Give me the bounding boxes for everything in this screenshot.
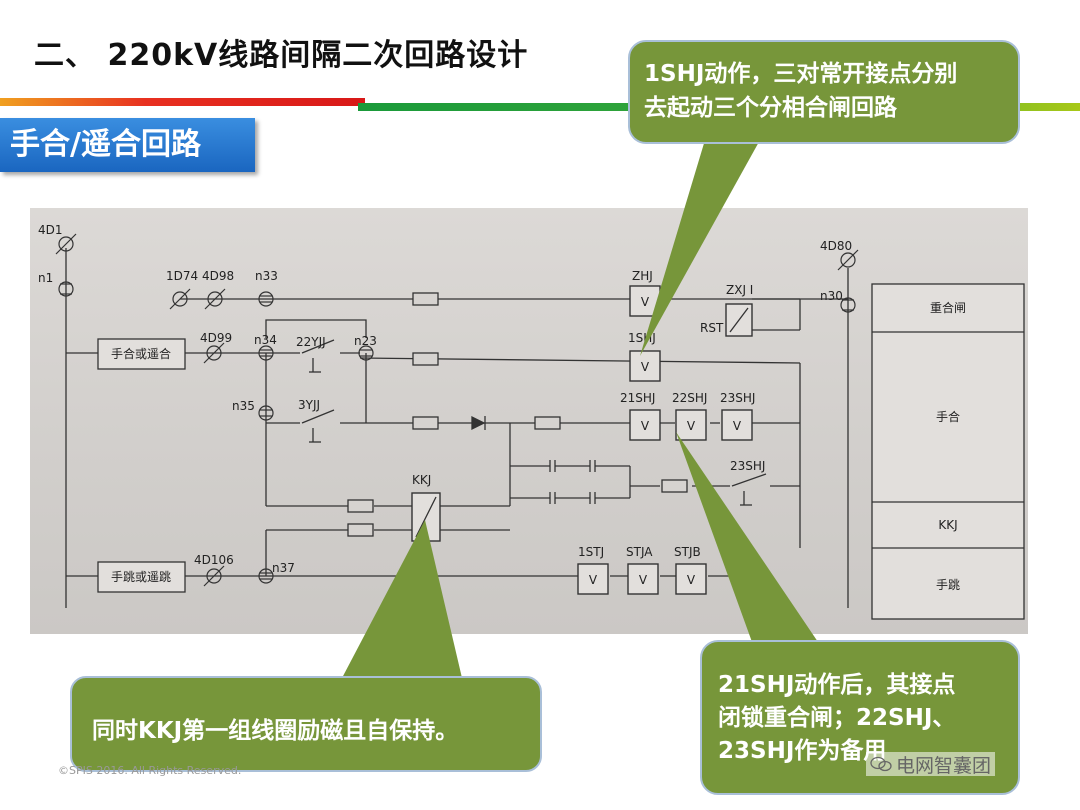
coil-zhj: V xyxy=(641,295,650,309)
resistor-r1 xyxy=(412,292,439,306)
coil-1stj: V xyxy=(589,573,598,587)
terminal-n35 xyxy=(258,405,274,421)
wechat-icon xyxy=(870,756,892,772)
label-rst: RST xyxy=(700,321,724,335)
terminal-n34 xyxy=(258,345,274,361)
resistor-r6 xyxy=(347,499,374,513)
relay-1shj-box xyxy=(629,350,661,382)
pointer-bottom-right xyxy=(676,432,818,642)
terminal-n1 xyxy=(58,281,74,297)
callout-top-right-line2: 去起动三个分相合闸回路 xyxy=(644,95,897,121)
resistor-r2 xyxy=(412,352,439,366)
label-3yjj: 3YJJ xyxy=(298,398,320,412)
label-n1: n1 xyxy=(38,271,53,285)
label-n35: n35 xyxy=(232,399,255,413)
coil-1shj: V xyxy=(641,360,650,374)
label-4d99: 4D99 xyxy=(200,331,232,345)
coil-22shj: V xyxy=(687,419,696,433)
legend-reclose: 重合闸 xyxy=(930,300,966,315)
relay-1stj-box xyxy=(577,563,609,595)
relay-23shj-box xyxy=(721,409,753,441)
watermark: 电网智囊团 xyxy=(866,752,996,777)
input-trip-label: 手跳或遥跳 xyxy=(111,570,171,584)
coil-stja: V xyxy=(639,573,648,587)
terminal-4d1 xyxy=(55,233,77,255)
label-kkj: KKJ xyxy=(412,473,431,487)
terminal-1d74 xyxy=(169,288,191,310)
legend-table xyxy=(871,283,1025,620)
label-stjb: STJB xyxy=(674,545,701,559)
title-underline-red xyxy=(0,98,365,106)
relay-stja-box xyxy=(627,563,659,595)
contact-22yjj xyxy=(301,339,335,373)
terminal-n23 xyxy=(358,345,374,361)
capacitor-bank xyxy=(549,460,630,504)
terminal-n30 xyxy=(840,297,856,313)
circuit-diagram-photo: 4D1 n1 1D74 4D98 n33 4D99 n34 n23 n35 4D… xyxy=(30,208,1028,634)
label-23shj: 23SHJ xyxy=(720,391,755,405)
resistor-r7 xyxy=(347,523,374,537)
label-4d106: 4D106 xyxy=(194,553,234,567)
slide-title: 二、 220kV线路间隔二次回路设计 xyxy=(34,38,529,73)
label-4d1: 4D1 xyxy=(38,223,63,237)
coil-23shj: V xyxy=(733,419,742,433)
relay-21shj-box xyxy=(629,409,661,441)
copyright-text: ©SPIS 2016. All Rights Reserved. xyxy=(58,764,242,777)
pointer-bottom-left xyxy=(342,520,462,678)
diode-symbol xyxy=(471,415,486,431)
contact-3yjj xyxy=(301,409,335,443)
callout-bottom-left: 同时KKJ第一组线圈励磁且自保持。 xyxy=(70,676,542,772)
input-box-trip xyxy=(97,561,186,593)
terminal-4d80 xyxy=(837,249,859,271)
terminal-4d106 xyxy=(203,565,225,587)
resistor-r3 xyxy=(412,416,439,430)
legend-manual-trip: 手跳 xyxy=(936,578,960,592)
label-1d74: 1D74 xyxy=(166,269,198,283)
relay-stjb-box xyxy=(675,563,707,595)
callout-bottom-right-line2: 闭锁重合闸；22SHJ、 xyxy=(718,705,956,731)
section-label: 手合/遥合回路 xyxy=(0,118,255,172)
legend-kkj: KKJ xyxy=(938,518,957,532)
label-21shj: 21SHJ xyxy=(620,391,655,405)
terminal-n37 xyxy=(258,568,274,584)
resistor-r4 xyxy=(534,416,561,430)
contact-23shj xyxy=(731,473,767,506)
label-23shj-contact: 23SHJ xyxy=(730,459,765,473)
label-zhj: ZHJ xyxy=(632,269,653,283)
label-stja: STJA xyxy=(626,545,653,559)
callout-top-right-line1: 1SHJ动作，三对常开接点分别 xyxy=(644,61,958,87)
label-4d98: 4D98 xyxy=(202,269,234,283)
terminal-4d99 xyxy=(203,342,225,364)
label-22yjj: 22YJJ xyxy=(296,335,326,349)
input-box-close xyxy=(97,338,186,370)
callout-bottom-right-line1: 21SHJ动作后，其接点 xyxy=(718,672,956,698)
pointer-top-right xyxy=(640,140,760,356)
coil-21shj: V xyxy=(641,419,650,433)
legend-manual-close: 手合 xyxy=(936,409,960,424)
terminal-4d98 xyxy=(204,288,226,310)
terminal-n33 xyxy=(258,291,274,307)
coil-stjb: V xyxy=(687,573,696,587)
label-22shj: 22SHJ xyxy=(672,391,707,405)
resistor-r5 xyxy=(661,479,688,493)
label-n30: n30 xyxy=(820,289,843,303)
circuit-diagram: 4D1 n1 1D74 4D98 n33 4D99 n34 n23 n35 4D… xyxy=(38,223,1025,620)
callout-top-right: 1SHJ动作，三对常开接点分别 去起动三个分相合闸回路 xyxy=(628,40,1020,144)
label-n34: n34 xyxy=(254,333,277,347)
watermark-text: 电网智囊团 xyxy=(896,754,992,777)
label-1stj: 1STJ xyxy=(578,545,604,559)
input-close-label: 手合或遥合 xyxy=(111,346,171,361)
label-n33: n33 xyxy=(255,269,278,283)
label-4d80: 4D80 xyxy=(820,239,852,253)
relay-22shj-box xyxy=(675,409,707,441)
label-n23: n23 xyxy=(354,334,377,348)
label-zxj: ZXJ I xyxy=(726,283,753,297)
callout-bottom-right-line3: 23SHJ作为备用 xyxy=(718,738,887,764)
label-n37: n37 xyxy=(272,561,295,575)
